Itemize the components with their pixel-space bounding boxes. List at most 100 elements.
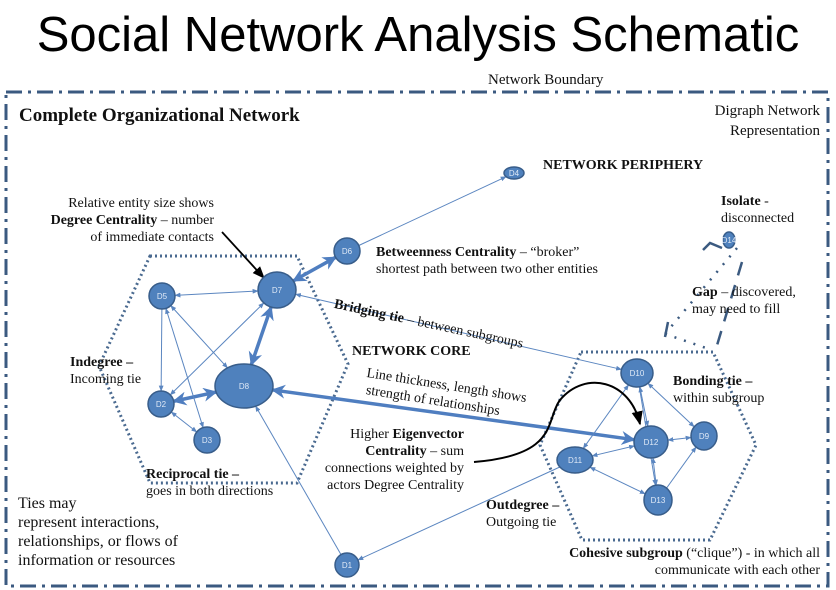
outdegree-term: Outdegree – xyxy=(486,498,560,513)
eigen-desc: actors Degree Centrality xyxy=(327,478,464,493)
node-circle xyxy=(193,426,221,454)
indegree-label: Indegree – Incoming tie xyxy=(70,354,141,388)
degree-line: Relative entity size shows xyxy=(68,196,214,211)
node-circle xyxy=(257,271,297,309)
node-d3: D3 xyxy=(193,426,221,454)
ties-note-line: information or resources xyxy=(18,552,176,569)
edge-d5-d2 xyxy=(158,308,164,392)
node-label: D9 xyxy=(699,432,710,441)
bonding-tie-label: Bonding tie – within subgroup xyxy=(673,373,764,407)
node-circle xyxy=(633,425,669,459)
gap-desc: – discovered, xyxy=(717,285,796,300)
page-title: Social Network Analysis Schematic xyxy=(36,8,800,62)
digraph-label-line: Representation xyxy=(730,123,820,139)
network-boundary-label: Network Boundary xyxy=(488,72,604,88)
edge-d11-d1 xyxy=(357,466,561,561)
node-label: D7 xyxy=(272,286,283,295)
edge-d2-d7 xyxy=(169,302,265,396)
edge-d12-d13 xyxy=(651,457,658,486)
node-circle xyxy=(333,237,361,265)
edge-d12-d9 xyxy=(667,435,692,442)
bonding-term: Bonding tie – xyxy=(673,374,753,389)
node-label: D10 xyxy=(630,369,645,378)
node-d2: D2 xyxy=(147,390,175,418)
eigen-term: Eigenvector xyxy=(392,427,464,442)
gap-desc: may need to fill xyxy=(692,302,781,317)
digraph-label: Digraph Network Representation xyxy=(715,101,820,141)
node-d5: D5 xyxy=(148,282,176,310)
node-label: D1 xyxy=(342,561,353,570)
node-circle xyxy=(722,231,736,249)
degree-desc: – number xyxy=(157,213,214,228)
edge-d1-d8 xyxy=(255,405,342,555)
node-label: D3 xyxy=(202,436,213,445)
network-periphery-label: NETWORK PERIPHERY xyxy=(543,158,704,173)
node-label: D8 xyxy=(239,382,250,391)
isolate-term: Isolate xyxy=(721,194,761,209)
node-d14: D14 xyxy=(722,231,737,249)
reciprocal-desc: goes in both directions xyxy=(146,484,274,499)
isolate-dash: - xyxy=(760,194,769,209)
edge-d5-d8 xyxy=(170,305,228,369)
node-d1: D1 xyxy=(334,552,360,578)
node-label: D2 xyxy=(156,400,167,409)
bonding-desc: within subgroup xyxy=(673,391,765,406)
eigen-desc: connections weighted by xyxy=(324,461,464,476)
edge-d6-d4 xyxy=(358,176,507,246)
eigenvector-label: Higher Eigenvector Centrality – sum conn… xyxy=(325,426,464,494)
node-d11: D11 xyxy=(556,446,594,474)
betweenness-label: Betweenness Centrality – “broker” shortes… xyxy=(376,244,598,278)
ties-note-line: relationships, or flows of xyxy=(18,533,178,550)
cohesive-desc: communicate with each other xyxy=(654,563,820,578)
node-label: D12 xyxy=(644,438,659,447)
eigen-desc: – sum xyxy=(426,444,464,459)
degree-term: Degree Centrality xyxy=(50,213,158,228)
indegree-term: Indegree – xyxy=(70,355,134,370)
cohesive-term: Cohesive subgroup xyxy=(569,546,683,561)
edge-d11-d13 xyxy=(589,466,646,495)
node-d12: D12 xyxy=(633,425,669,459)
node-circle xyxy=(503,166,525,180)
node-circle xyxy=(147,390,175,418)
node-label: D5 xyxy=(157,292,168,301)
edge-d10-d12 xyxy=(638,386,650,427)
edge-d10-d9 xyxy=(647,382,695,428)
outdegree-desc: Outgoing tie xyxy=(486,515,557,530)
cohesive-subgroup-hexagon xyxy=(538,350,758,542)
cohesive-desc: (“clique”) - in which all xyxy=(682,546,820,561)
node-label: D13 xyxy=(651,496,666,505)
edge-d12-d8 xyxy=(271,384,636,445)
network-title: Complete Organizational Network xyxy=(19,105,300,126)
node-circle xyxy=(214,363,274,409)
cohesive-subgroup-label: Cohesive subgroup (“clique”) - in which … xyxy=(569,545,820,579)
edge-d10-d7 xyxy=(294,293,623,371)
node-circle xyxy=(643,484,673,516)
indegree-desc: Incoming tie xyxy=(70,372,142,387)
network-boundary xyxy=(4,90,830,588)
node-label: D6 xyxy=(342,247,353,256)
edge-d7-d6 xyxy=(292,255,337,283)
node-label: D14 xyxy=(722,236,737,245)
betweenness-term: Betweenness Centrality xyxy=(376,245,517,260)
degree-line: of immediate contacts xyxy=(90,230,214,245)
edge-d7-d8 xyxy=(248,305,274,367)
network-core-label: NETWORK CORE xyxy=(352,344,471,359)
network-core-hexagon xyxy=(97,254,350,485)
isolate-label: Isolate -disconnected xyxy=(721,193,794,227)
gap-label: Gap – discovered, may need to fill xyxy=(692,284,796,318)
eigen-pre: Higher xyxy=(350,427,393,442)
eigenvector-annotation-arrow xyxy=(473,381,643,463)
betweenness-desc: shortest path between two other entities xyxy=(376,262,598,277)
degree-annotation-arrow xyxy=(221,231,265,279)
node-d4: D4 xyxy=(503,166,525,180)
betweenness-desc: – “broker” xyxy=(516,245,580,260)
node-d13: D13 xyxy=(643,484,673,516)
outdegree-label: Outdegree – Outgoing tie xyxy=(486,497,559,531)
node-label: D4 xyxy=(509,169,520,178)
node-circle xyxy=(334,552,360,578)
gap-term: Gap xyxy=(692,285,718,300)
node-circle xyxy=(690,421,718,451)
degree-centrality-label: Relative entity size shows Degree Centra… xyxy=(51,195,214,246)
